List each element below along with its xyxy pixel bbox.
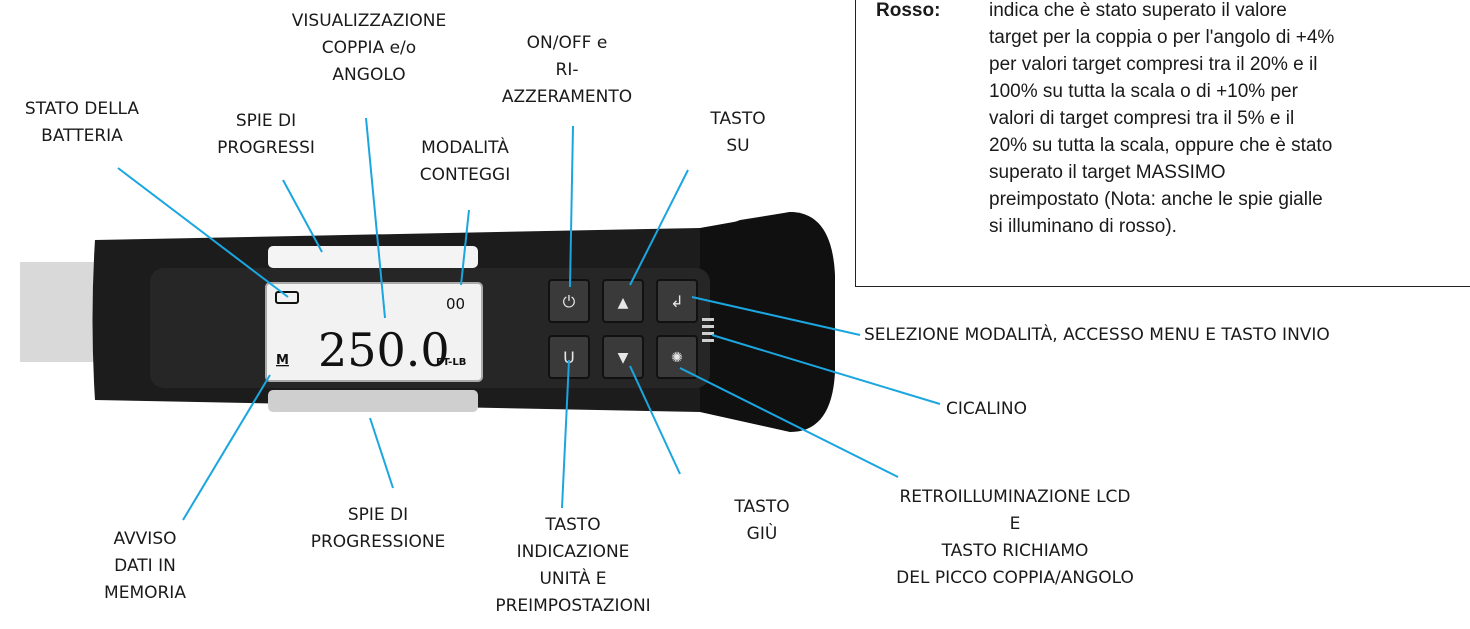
backlight-button[interactable]	[656, 335, 698, 379]
leader-backlight	[679, 367, 899, 478]
lcd-screen	[265, 282, 483, 382]
leader-count-mode	[460, 209, 470, 286]
up-button[interactable]	[602, 279, 644, 323]
enter-icon: ↲	[670, 292, 683, 311]
note-description: indica che è stato superato il valore ta…	[989, 0, 1335, 237]
leader-battery	[117, 167, 289, 298]
leader-display	[365, 117, 386, 319]
leader-key-down	[629, 365, 681, 475]
count-mode-value: 00	[446, 295, 465, 313]
unit-label: FT-LB	[436, 357, 466, 368]
progress-lights-top	[268, 246, 478, 268]
grip-end	[700, 212, 835, 432]
leader-onoff	[569, 125, 574, 288]
leader-units	[561, 359, 570, 509]
label-mode-select: SELEZIONE MODALITÀ, ACCESSO MENU E TASTO…	[864, 325, 1330, 345]
battery-icon	[275, 291, 299, 304]
progress-lights-bottom	[268, 390, 478, 412]
leader-buzzer	[711, 334, 941, 405]
power-icon: ⏻	[563, 292, 576, 311]
up-arrow-icon: ▲	[618, 295, 629, 311]
red-light-note: Rosso: indica che è stato superato il va…	[855, 0, 1470, 287]
light-bulb-icon: ✺	[671, 350, 683, 366]
leader-memory	[182, 374, 271, 521]
leader-lines	[117, 117, 941, 521]
down-arrow-icon: ▼	[618, 350, 629, 366]
leader-progress-top	[282, 179, 323, 253]
down-button[interactable]	[602, 335, 644, 379]
units-icon: U	[563, 348, 575, 367]
note-term: Rosso:	[876, 0, 941, 21]
leader-progress-bottom	[369, 417, 394, 489]
label-buzzer: CICALINO	[946, 399, 1027, 419]
power-button[interactable]	[548, 279, 590, 323]
leader-mode-select	[691, 296, 861, 336]
leader-key-up	[629, 169, 689, 286]
enter-button[interactable]	[656, 279, 698, 323]
torque-value: 250.0	[318, 323, 450, 377]
memory-flag: M	[276, 353, 289, 368]
buzzer-grille	[702, 318, 714, 342]
